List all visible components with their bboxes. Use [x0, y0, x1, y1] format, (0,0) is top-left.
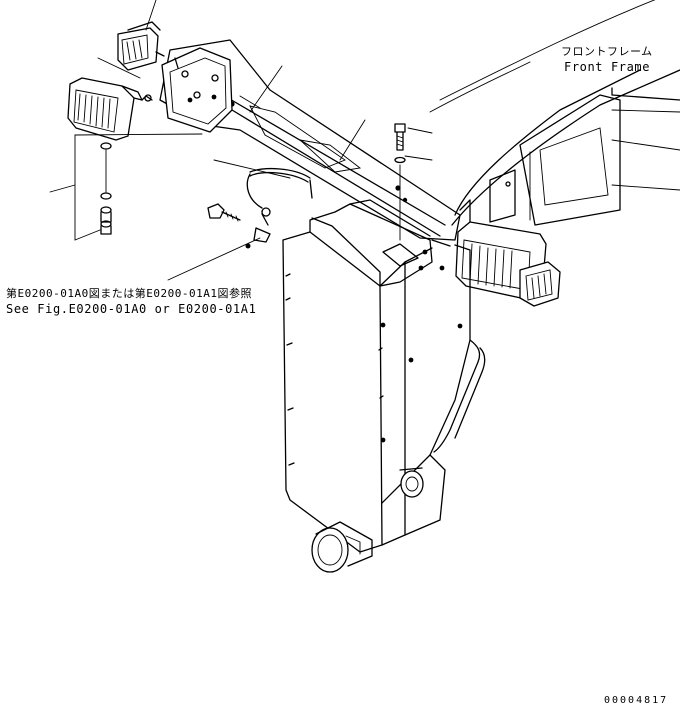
- vertical-mount-plate: [282, 199, 463, 553]
- see-fig-label-jp: 第E0200-01A0図または第E0200-01A1図参照: [6, 287, 252, 300]
- left-fastener-stack: [100, 142, 112, 235]
- right-work-lamp: [455, 221, 561, 307]
- leader-lines-left: [49, 0, 433, 281]
- front-frame: [429, 0, 680, 226]
- front-frame-label-jp: フロントフレーム: [561, 45, 653, 58]
- left-mount-plate: [161, 47, 233, 133]
- left-work-lamp: [67, 77, 153, 141]
- pivot-boss: [311, 521, 373, 573]
- wiring-harness: [246, 168, 313, 226]
- mount-bolt: [394, 123, 406, 241]
- right-bracket: [379, 239, 486, 506]
- front-frame-label-en: Front Frame: [564, 60, 651, 74]
- screw-clip: [207, 203, 271, 249]
- see-fig-label-en: See Fig.E0200-01A0 or E0200-01A1: [6, 302, 257, 316]
- left-work-lamp-upper: [117, 21, 165, 71]
- drawing-number: 00004817: [604, 695, 669, 706]
